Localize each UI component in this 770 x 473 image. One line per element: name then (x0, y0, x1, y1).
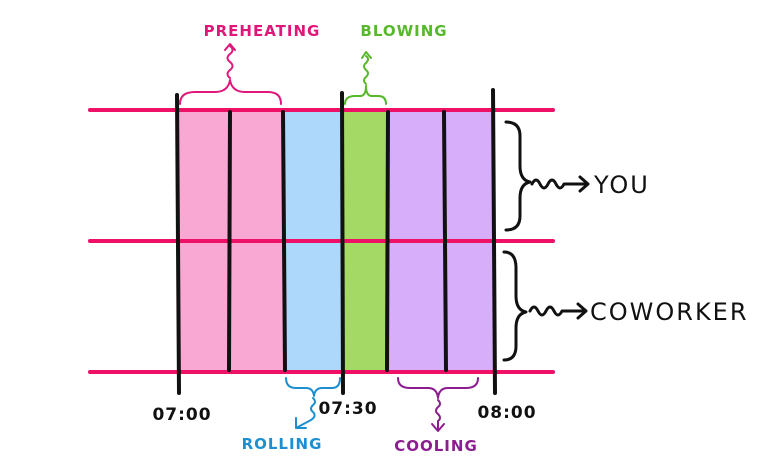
rolling-label: ROLLING (242, 435, 323, 453)
divider-0800 (491, 88, 497, 395)
coworker-wave-arrow (528, 302, 588, 320)
divider-d (442, 110, 448, 372)
divider-0730 (340, 91, 345, 395)
row-label-coworker: COWORKER (590, 298, 749, 326)
rolling-brace (285, 377, 341, 397)
cooling-brace (397, 377, 479, 399)
time-label-0730: 07:30 (318, 399, 377, 419)
blowing-brace (344, 85, 387, 105)
cooling-squiggle (431, 399, 445, 432)
time-label-0700: 07:00 (152, 405, 211, 425)
you-wave-arrow (530, 175, 590, 193)
blowing-squiggle (361, 51, 372, 85)
coworker-brace (502, 250, 528, 362)
divider-b (281, 110, 287, 372)
divider-0700 (175, 93, 181, 395)
time-label-0800: 08:00 (477, 403, 536, 423)
row-label-you: YOU (593, 171, 650, 199)
blowing-label: BLOWING (360, 22, 447, 40)
preheating-brace (179, 79, 282, 105)
you-brace (504, 120, 532, 232)
divider-c (385, 110, 390, 372)
divider-a (227, 110, 232, 372)
preheating-squiggle (224, 43, 236, 79)
preheating-label: PREHEATING (204, 22, 321, 40)
cooling-label: COOLING (394, 437, 478, 455)
rolling-squiggle (295, 397, 316, 429)
